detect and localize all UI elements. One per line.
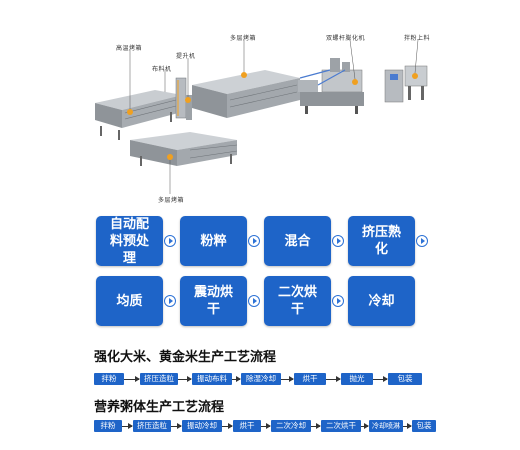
- arrow-right-icon: [178, 376, 192, 382]
- multi-layer-oven-machine: [192, 70, 300, 118]
- flow2-step: 拌粉: [94, 420, 122, 432]
- flow1-step: 抛光: [341, 373, 373, 385]
- flow1-title: 强化大米、黄金米生产工艺流程: [94, 350, 277, 365]
- arrow-right-icon: [326, 376, 341, 382]
- production-line-illustration: 高温烤箱 布料机 提升机 多层烤箱 双螺杆膨化机 拌粉上料 多层烤箱: [0, 0, 520, 205]
- arrow-circle-icon: [332, 295, 344, 307]
- mixer-feeder-machine: [384, 65, 428, 103]
- arrow-right-icon: [232, 376, 241, 382]
- flow2-step: 二次冷却: [271, 420, 311, 432]
- lower-multi-layer-oven-machine: [130, 132, 238, 166]
- twin-screw-extruder-machine: [298, 58, 364, 114]
- arrow-circle-icon: [248, 235, 260, 247]
- step-secondary-drying: 二次烘干: [264, 276, 331, 326]
- arrow-right-icon: [222, 423, 233, 429]
- step-homogenizing: 均质: [96, 276, 163, 326]
- flow1-step: 除湿冷却: [241, 373, 281, 385]
- arrow-right-icon: [361, 423, 369, 429]
- multi-layer-oven-bottom-label: 多层烤箱: [158, 197, 185, 204]
- high-temp-oven-label: 高温烤箱: [116, 45, 143, 52]
- step-extrusion: 挤压熟化: [348, 216, 415, 266]
- step-cooling: 冷却: [348, 276, 415, 326]
- flow1-step: 振动布料: [192, 373, 232, 385]
- flow2-step: 挤压造粒: [133, 420, 171, 432]
- flow2-step: 二次烘干: [321, 420, 361, 432]
- step-mixing: 混合: [264, 216, 331, 266]
- arrow-right-icon: [403, 423, 412, 429]
- lift-conveyor-label: 提升机: [176, 53, 196, 60]
- arrow-circle-icon: [416, 235, 428, 247]
- arrow-circle-icon: [164, 235, 176, 247]
- arrow-circle-icon: [332, 235, 344, 247]
- step-auto-batching: 自动配料预处理: [96, 216, 163, 266]
- arrow-right-icon: [171, 423, 182, 429]
- high-temp-oven-machine: [95, 90, 182, 140]
- flow2-step: 冷却喷淋: [369, 420, 403, 432]
- step-vibration-drying: 震动烘干: [180, 276, 247, 326]
- multi-layer-oven-top-label: 多层烤箱: [230, 35, 257, 42]
- twin-screw-extruder-label: 双螺杆膨化机: [326, 35, 366, 42]
- flow1-step: 包装: [388, 373, 422, 385]
- arrow-right-icon: [311, 423, 321, 429]
- arrow-right-icon: [124, 376, 140, 382]
- arrow-circle-icon: [164, 295, 176, 307]
- cloth-feeder-label: 布料机: [152, 66, 172, 73]
- step-crushing: 粉粹: [180, 216, 247, 266]
- arrow-right-icon: [281, 376, 294, 382]
- flow1-step: 烘干: [294, 373, 326, 385]
- arrow-right-icon: [373, 376, 388, 382]
- mixer-feeder-label: 拌粉上料: [404, 35, 431, 42]
- flow1-step: 挤压造粒: [140, 373, 178, 385]
- arrow-right-icon: [122, 423, 133, 429]
- flow1-step: 拌粉: [94, 373, 124, 385]
- flow2-step: 振动冷却: [182, 420, 222, 432]
- flow2-step: 包装: [412, 420, 436, 432]
- arrow-right-icon: [261, 423, 271, 429]
- flow2-title: 营养粥体生产工艺流程: [94, 400, 225, 415]
- arrow-circle-icon: [248, 295, 260, 307]
- machine-drawing: [95, 39, 428, 194]
- flow2-step: 烘干: [233, 420, 261, 432]
